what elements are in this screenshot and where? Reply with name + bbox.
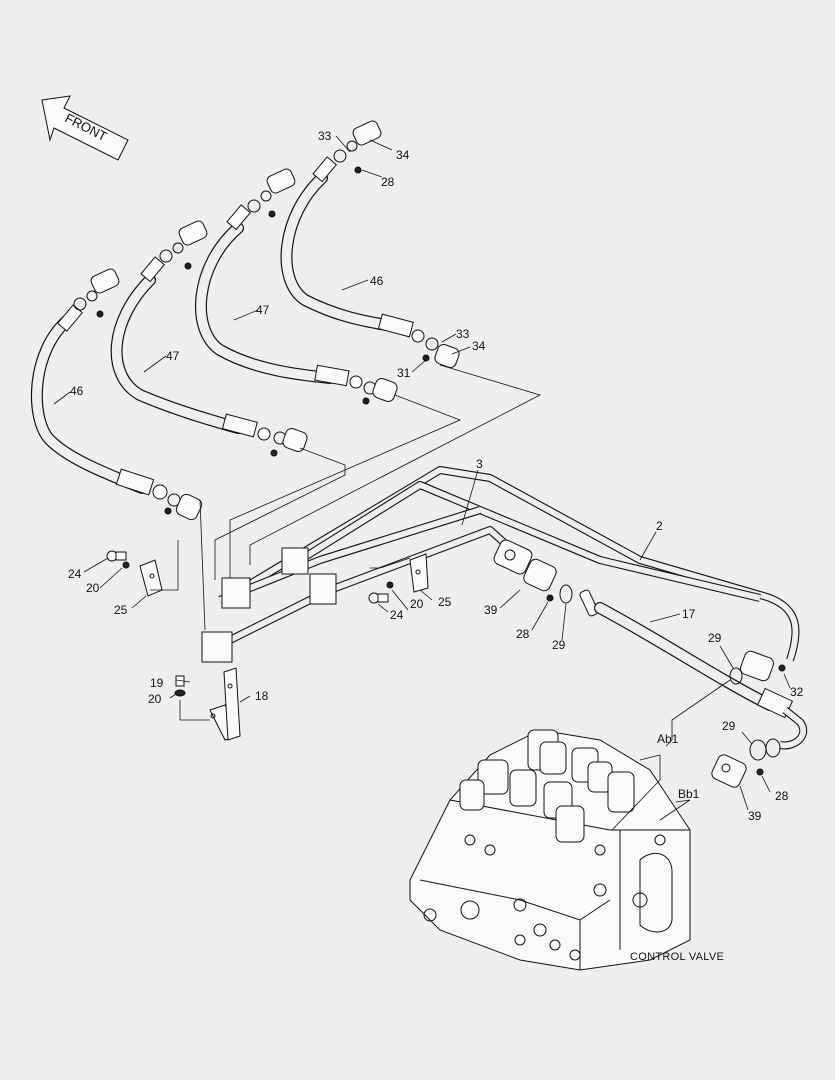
routing-lines [199,364,542,631]
bracket-18 [174,667,241,741]
callout-33: 33 [456,327,470,341]
bracket-25-left [106,550,163,597]
flange-39-lower [711,739,767,788]
hose-47-right [195,168,398,405]
callout-20: 20 [148,692,162,706]
callout-labels: 33 34 28 46 47 47 46 33 34 31 3 2 17 24 … [68,129,804,823]
valve-spools [459,729,635,843]
callout-2: 2 [656,519,663,533]
callout-46: 46 [70,384,84,398]
callout-18: 18 [255,689,269,703]
callout-39: 39 [484,603,498,617]
pipe-2-flange [729,650,786,685]
pipe-3-flange [493,539,573,604]
callout-24: 24 [390,608,404,622]
callout-28: 28 [516,627,530,641]
callout-29: 29 [708,631,722,645]
control-valve-caption: CONTROL VALVE [630,951,724,963]
callout-Ab1: Ab1 [657,732,679,746]
callout-17: 17 [682,607,696,621]
bracket-25-right [368,553,429,604]
callout-19: 19 [150,676,164,690]
pipe-2 [237,466,800,662]
callout-29: 29 [722,719,736,733]
callout-25: 25 [438,595,452,609]
hose-17 [579,589,808,758]
callout-3: 3 [476,457,483,471]
callout-29: 29 [552,638,566,652]
callout-34: 34 [472,339,486,353]
callout-28: 28 [381,175,395,189]
callout-20: 20 [86,581,100,595]
callout-28: 28 [775,789,789,803]
callout-34: 34 [396,148,410,162]
hose-46-right [280,120,460,368]
valve-ports [423,834,673,961]
callout-39: 39 [748,809,762,823]
hose-46-left [30,268,203,521]
callout-47: 47 [256,303,270,317]
callout-46: 46 [370,274,384,288]
control-valve [409,729,691,971]
leader-lines [53,135,791,831]
callout-Bb1: Bb1 [678,787,700,801]
pipe-end-blocks [201,547,337,663]
callout-32: 32 [790,685,804,699]
callout-25: 25 [114,603,128,617]
callout-20: 20 [410,597,424,611]
front-arrow: FRONT [41,95,129,161]
callout-33: 33 [318,129,332,143]
callout-47: 47 [166,349,180,363]
callout-24: 24 [68,567,82,581]
hose-47-left [110,220,308,457]
callout-31: 31 [397,366,411,380]
